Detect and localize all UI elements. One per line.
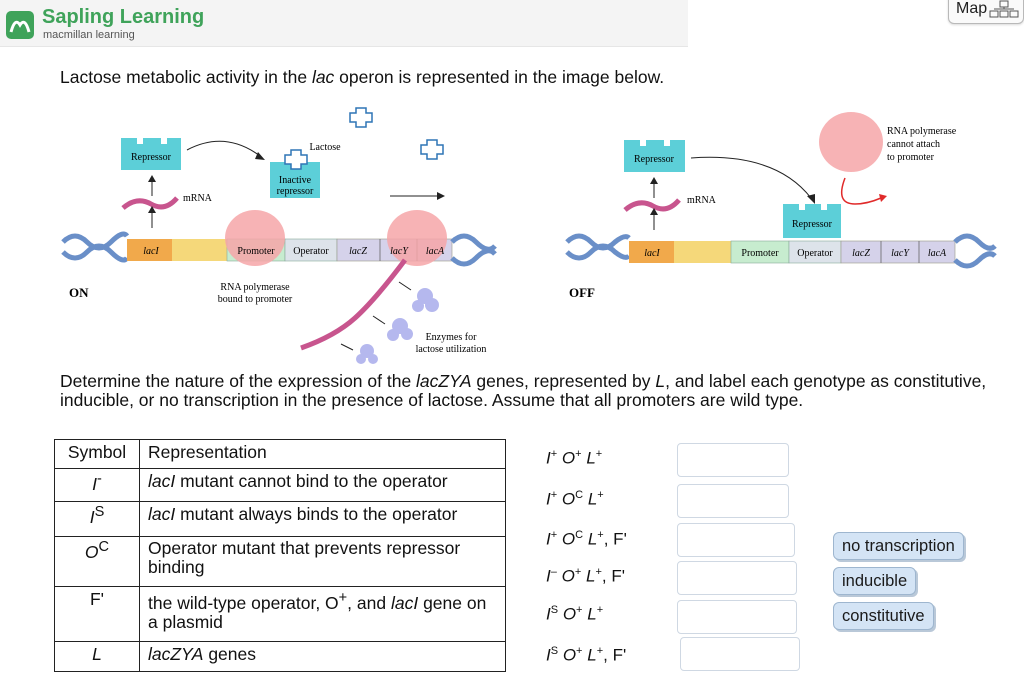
inactive-repressor-on — [270, 156, 320, 198]
gene-label-lacy-on: lacY — [390, 246, 409, 257]
table-row: I- lacI mutant cannot bind to the operat… — [54, 468, 506, 502]
polymerase-label-off-line2: cannot attach — [887, 139, 940, 150]
brand-subtitle: macmillan learning — [43, 29, 135, 41]
answer-drop-target[interactable] — [677, 443, 789, 477]
enzymes-label-line1: Enzymes for — [426, 332, 477, 343]
gene-label-lacz-on: lacZ — [349, 246, 367, 257]
state-label-off: OFF — [569, 285, 595, 300]
question-intro: Lactose metabolic activity in the lac op… — [60, 67, 665, 87]
map-label: Map — [956, 0, 988, 17]
red-arrow-icon — [840, 177, 882, 205]
operator-label-on: Operator — [293, 246, 329, 257]
answer-drop-target[interactable] — [677, 523, 795, 557]
brand-title: Sapling Learning — [42, 6, 205, 28]
genotype-label: I– O+ L+, F' — [546, 566, 625, 586]
promoter-label-on: Promoter — [237, 246, 275, 257]
table-row: IS lacI mutant always binds to the opera… — [54, 501, 506, 537]
answer-drop-target[interactable] — [677, 484, 789, 518]
enzyme-blobs — [356, 288, 439, 364]
table-header-symbol: Symbol — [54, 439, 140, 469]
representation-cell: Operator mutant that prevents repressor … — [139, 536, 506, 587]
table-header-row: Symbol Representation — [54, 439, 506, 469]
dna-helix-right-on — [450, 233, 497, 267]
polymerase-label-on-line1: RNA polymerase — [220, 282, 290, 293]
gene-laci-box-on — [127, 239, 172, 261]
polymerase-label-off-line1: RNA polymerase — [887, 126, 957, 137]
gene-label-laca-on: lacA — [426, 246, 445, 257]
genotype-label: I+ OC L+ — [546, 489, 604, 509]
representation-cell: lacI mutant cannot bind to the operator — [139, 468, 506, 502]
gene-label-laci-on: lacI — [143, 246, 159, 257]
polymerase-label-on-line2: bound to promoter — [218, 294, 293, 305]
map-button[interactable]: Map — [948, 0, 1024, 24]
mrna-transcript-on — [300, 258, 407, 351]
answer-chip-no-transcription[interactable]: no transcription — [833, 532, 964, 560]
lactose-molecule-icon — [420, 139, 444, 160]
answer-drop-target[interactable] — [677, 600, 797, 634]
repressor-label-off: Repressor — [634, 154, 675, 165]
gene-label-laca-off: lacA — [928, 248, 947, 259]
enzymes-label-line2: lactose utilization — [416, 344, 487, 355]
inactive-label-line1: Inactive — [279, 175, 312, 186]
repressor-bound-off — [783, 204, 841, 238]
symbol-cell: L — [54, 641, 140, 672]
dna-helix-left-off — [565, 233, 631, 261]
dna-helix-left-on — [61, 231, 130, 263]
rna-polymerase-off — [819, 112, 883, 172]
rna-polymerase-moving-on — [387, 210, 447, 266]
genotype-label: IS O+ L+ — [546, 604, 604, 624]
representation-cell: lacI mutant always binds to the operator — [139, 501, 506, 537]
repressor-off — [624, 140, 685, 172]
state-label-on: ON — [69, 285, 89, 300]
promoter-label-off: Promoter — [741, 248, 779, 259]
gene-label-laci-off: lacI — [644, 248, 660, 259]
table-row: F' the wild-type operator, O+, and lacI … — [54, 586, 506, 642]
gene-label-lacy-off: lacY — [891, 248, 910, 259]
representation-cell: lacZYA genes — [139, 641, 506, 672]
repressor-label-on: Repressor — [131, 152, 172, 163]
header-bar — [0, 0, 688, 47]
repressor-on — [121, 138, 181, 170]
symbol-cell: OC — [54, 536, 140, 587]
answer-chip-inducible[interactable]: inducible — [833, 567, 917, 595]
rna-polymerase-on — [225, 210, 285, 266]
table-row: OC Operator mutant that prevents repress… — [54, 536, 506, 587]
table-row: L lacZYA genes — [54, 641, 506, 672]
mrna-label-on: mRNA — [183, 193, 213, 204]
mrna-label-off: mRNA — [687, 195, 717, 206]
representation-cell: the wild-type operator, O+, and lacI gen… — [139, 586, 506, 642]
genotype-label: I+ OC L+, F' — [546, 529, 627, 549]
lac-operon-diagram: lacI Promoter Operator lacZ lacY lacA mR… — [61, 107, 997, 364]
sapling-logo-icon — [6, 11, 34, 39]
gene-label-lacz-off: lacZ — [852, 248, 870, 259]
answer-drop-target[interactable] — [680, 637, 800, 671]
question-instructions: Determine the nature of the expression o… — [60, 371, 987, 410]
map-tree-icon — [989, 0, 1019, 18]
symbol-cell: F' — [54, 586, 140, 642]
polymerase-label-off-line3: to promoter — [887, 152, 935, 163]
lactose-label: Lactose — [309, 142, 341, 153]
operator-label-off: Operator — [797, 248, 833, 259]
inactive-label-line2: repressor — [277, 186, 314, 197]
lactose-molecule-icon — [349, 107, 373, 128]
mrna-strand-on — [121, 196, 179, 210]
symbol-cell: I- — [54, 468, 140, 502]
symbol-cell: IS — [54, 501, 140, 537]
repressor-bound-label: Repressor — [792, 219, 833, 230]
answer-chip-constitutive[interactable]: constitutive — [833, 602, 934, 630]
genotype-label: IS O+ L+, F' — [546, 645, 627, 665]
lactose-bound-icon — [284, 149, 308, 170]
answer-drop-target[interactable] — [677, 561, 797, 595]
mrna-strand-off — [623, 198, 681, 212]
dna-helix-right-off — [953, 233, 997, 269]
table-header-representation: Representation — [139, 439, 506, 469]
genotype-label: I+ O+ L+ — [546, 448, 603, 468]
symbol-table: Symbol Representation I- lacI mutant can… — [54, 439, 506, 672]
